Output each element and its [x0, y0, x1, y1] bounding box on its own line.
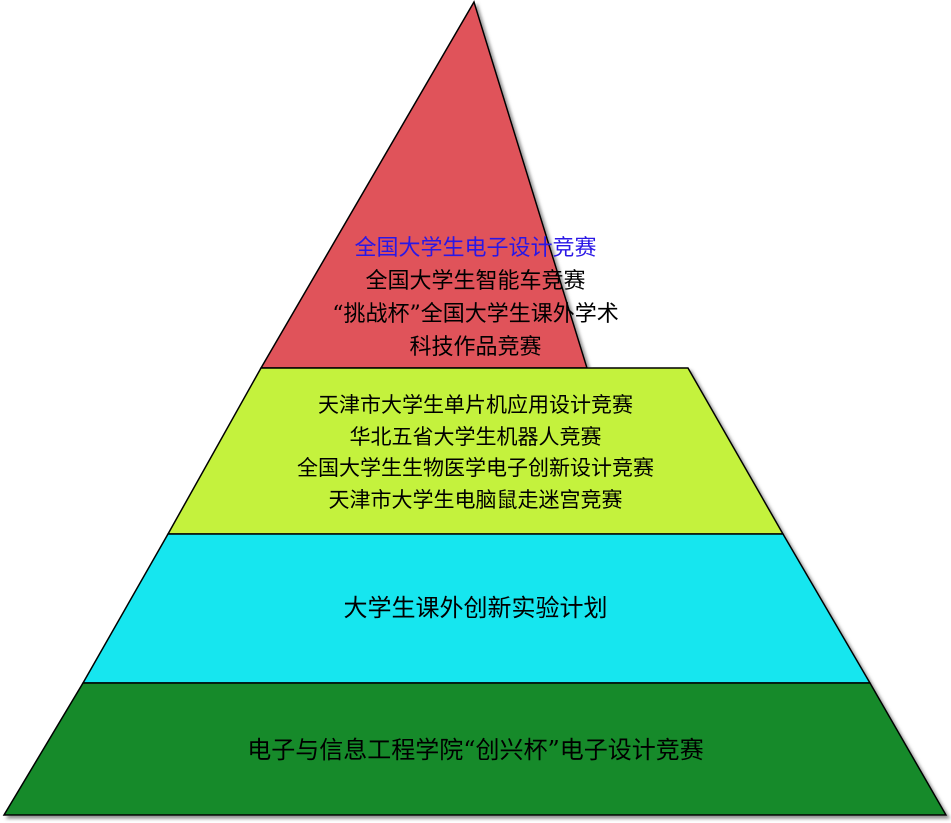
- program-label: 大学生课外创新实验计划: [343, 594, 608, 622]
- competition-label: 科技作品竞赛: [409, 335, 542, 360]
- competition-label: 全国大学生电子设计竞赛: [354, 236, 597, 261]
- competition-label: 全国大学生生物医学电子创新设计竞赛: [297, 456, 654, 480]
- tier-second-text: 天津市大学生单片机应用设计竞赛 华北五省大学生机器人竞赛 全国大学生生物医学电子…: [0, 390, 951, 516]
- competition-label: 电子与信息工程学院“创兴杯”电子设计竞赛: [247, 736, 704, 764]
- competition-label: 天津市大学生单片机应用设计竞赛: [318, 393, 633, 417]
- tier-top-text: 全国大学生电子设计竞赛 全国大学生智能车竞赛 “挑战杯”全国大学生课外学术 科技…: [0, 232, 951, 364]
- pyramid-tier-base: [2, 682, 948, 816]
- competition-label: 天津市大学生电脑鼠走迷宫竞赛: [328, 487, 623, 512]
- competition-label: “挑战杯”全国大学生课外学术: [332, 302, 619, 327]
- competition-label: 华北五省大学生机器人竞赛: [349, 424, 602, 449]
- competition-label: 全国大学生智能车竞赛: [365, 269, 586, 294]
- tier-third-text: 大学生课外创新实验计划: [0, 592, 951, 624]
- tier-base-text: 电子与信息工程学院“创兴杯”电子设计竞赛: [0, 734, 951, 766]
